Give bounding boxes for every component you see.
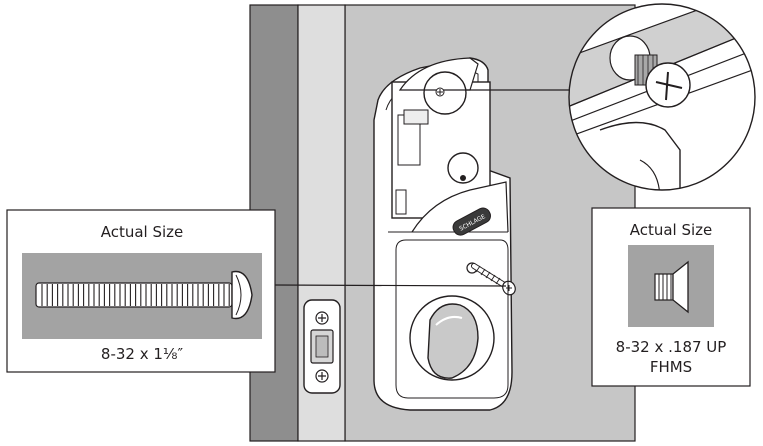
right-callout-title: Actual Size (630, 221, 713, 239)
deadbolt-hole (447, 152, 479, 184)
top-screw-location-circle (423, 71, 467, 115)
left-callout-caption: 8-32 x 1⅛″ (101, 345, 184, 363)
right-callout-caption-line2: FHMS (650, 358, 692, 376)
lock-assembly: SCHLAGE (373, 57, 516, 411)
flat-head-screw-icon (654, 260, 689, 314)
machine-screw-icon (35, 270, 253, 320)
left-leader-line (274, 284, 507, 287)
right-callout-caption-line1: 8-32 x .187 UP (616, 338, 727, 356)
latch-faceplate (303, 299, 341, 394)
right-actual-size-callout: Actual Size 8-32 x .187 UP FHMS (591, 207, 751, 387)
mounting-screw-long (471, 263, 516, 296)
zoom-screw (634, 54, 691, 108)
left-callout-title: Actual Size (101, 223, 184, 241)
left-actual-size-callout: Actual Size 8-32 x 1⅛″ (6, 209, 276, 373)
